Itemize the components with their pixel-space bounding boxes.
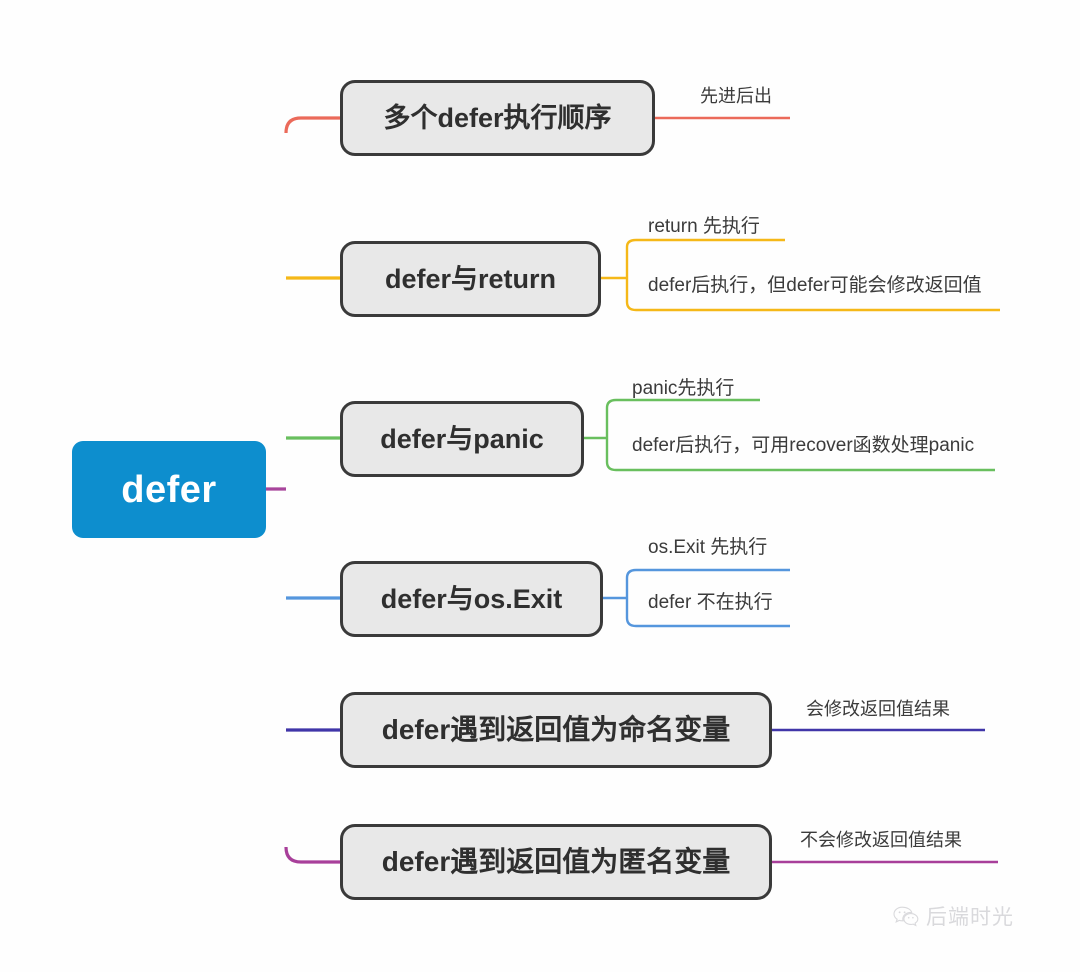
topic-node-4[interactable]: defer与os.Exit (340, 561, 603, 637)
topic-node-6[interactable]: defer遇到返回值为匿名变量 (340, 824, 772, 900)
topic-node-3[interactable]: defer与panic (340, 401, 584, 477)
note-1-1: 先进后出 (700, 86, 772, 106)
root-node[interactable]: defer (72, 441, 266, 538)
topic-node-6-label: defer遇到返回值为匿名变量 (381, 846, 731, 877)
watermark-text: 后端时光 (926, 905, 1014, 929)
topic-node-1[interactable]: 多个defer执行顺序 (340, 80, 655, 156)
note-3-2: defer后执行，可用recover函数处理panic (632, 435, 975, 456)
topic-node-2-label: defer与return (384, 263, 557, 294)
watermark: 后端时光 (893, 906, 1014, 928)
note-3-1: panic先执行 (632, 378, 735, 399)
topic-node-4-label: defer与os.Exit (380, 583, 563, 614)
topic-node-5-label: defer遇到返回值为命名变量 (381, 714, 731, 745)
note-4-1: os.Exit 先执行 (648, 537, 768, 558)
note-2-1: return 先执行 (648, 216, 760, 237)
note-6-1: 不会修改返回值结果 (800, 830, 962, 850)
topic-node-5[interactable]: defer遇到返回值为命名变量 (340, 692, 772, 768)
topic-node-3-label: defer与panic (380, 423, 544, 454)
note-4-2: defer 不在执行 (648, 592, 773, 613)
root-node-label: defer (121, 468, 217, 511)
topic-node-2[interactable]: defer与return (340, 241, 601, 317)
topic-node-1-label: 多个defer执行顺序 (383, 102, 612, 133)
wechat-icon (893, 906, 919, 927)
note-5-1: 会修改返回值结果 (806, 699, 950, 719)
note-2-2: defer后执行，但defer可能会修改返回值 (648, 275, 982, 296)
